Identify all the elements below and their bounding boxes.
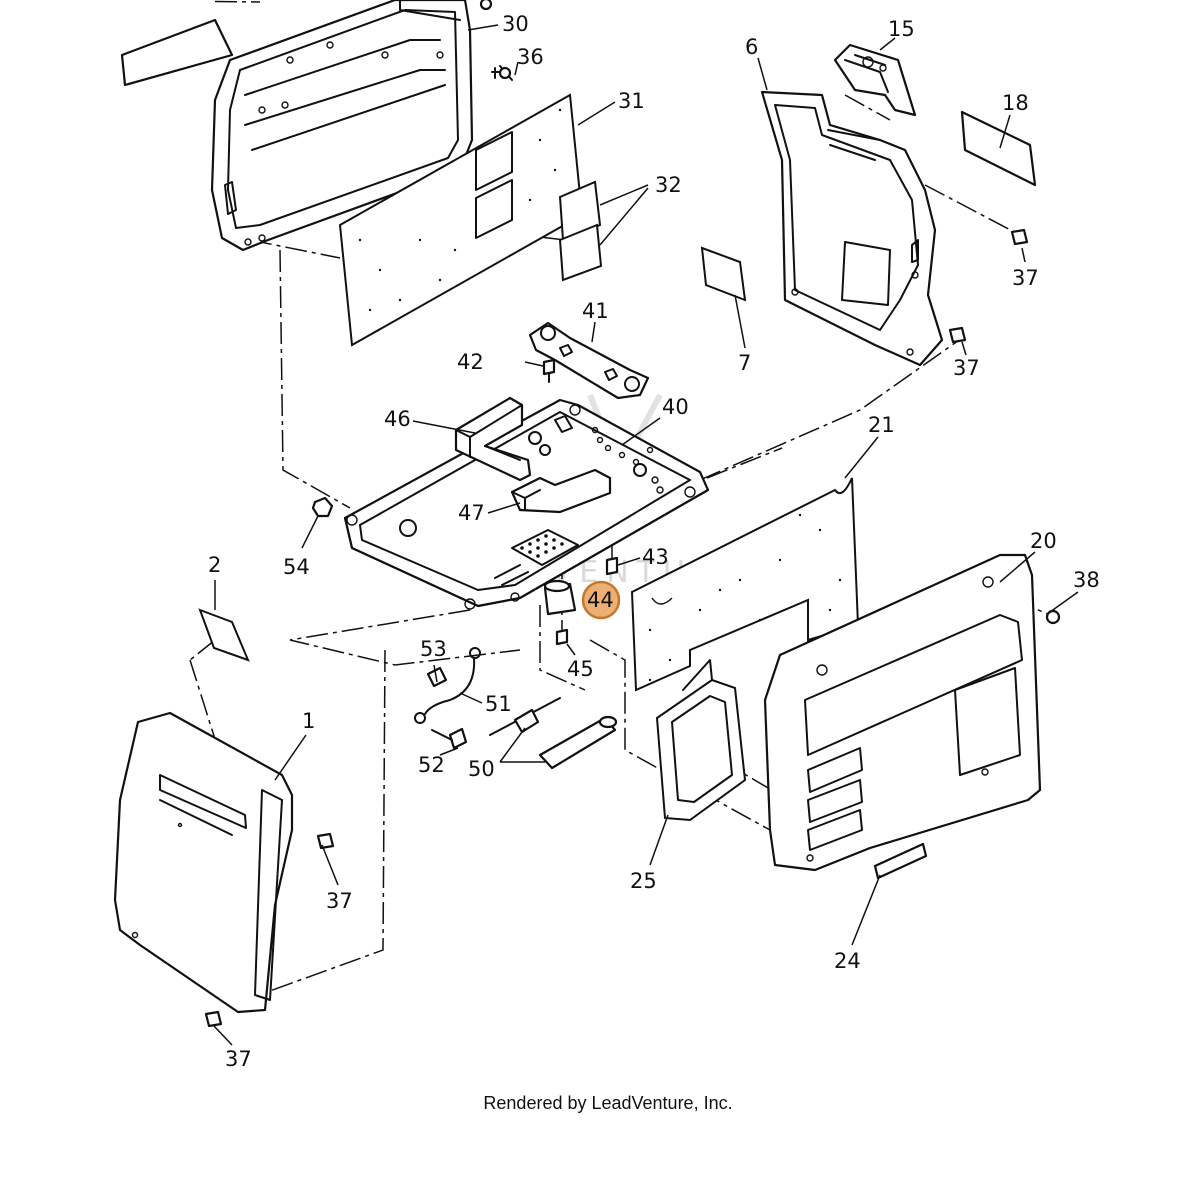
callout-37-bottom[interactable]: 37 <box>225 1047 252 1071</box>
part-43-bolt <box>605 556 619 576</box>
callout-46[interactable]: 46 <box>384 407 411 431</box>
callout-32[interactable]: 32 <box>655 173 682 197</box>
part-2-pad <box>198 608 250 662</box>
callout-43[interactable]: 43 <box>642 545 669 569</box>
callout-numbers: 30 36 31 32 6 15 18 37 37 7 41 42 40 46 … <box>208 12 1100 1071</box>
part-20-side-cover <box>763 553 1042 872</box>
part-45-bolt <box>555 628 569 646</box>
part-46-foam-block <box>454 396 532 482</box>
callout-7[interactable]: 7 <box>738 351 751 375</box>
credit-text: Rendered by LeadVenture, Inc. <box>483 1093 732 1113</box>
part-51-cable <box>414 647 481 724</box>
callout-30[interactable]: 30 <box>502 12 529 36</box>
part-52-bolt <box>431 727 468 750</box>
part-41-bracket <box>528 321 650 400</box>
part-37-bolts <box>204 228 1029 1028</box>
part-24-strip <box>873 842 928 880</box>
part-47-foam-block <box>510 468 612 514</box>
part-42-bolt <box>542 358 556 383</box>
callout-36[interactable]: 36 <box>517 45 544 69</box>
part-50-tools <box>489 697 618 770</box>
part-6-side-frame <box>760 90 944 367</box>
part-sticker-top <box>120 18 234 87</box>
part-44-rubber-foot <box>543 579 577 616</box>
part-15-latch <box>833 43 917 117</box>
callout-2[interactable]: 2 <box>208 553 221 577</box>
callout-20[interactable]: 20 <box>1030 529 1057 553</box>
callout-15[interactable]: 15 <box>888 17 915 41</box>
part-32-foam-pads <box>558 180 603 282</box>
callout-53[interactable]: 53 <box>420 637 447 661</box>
callout-44[interactable]: 44 <box>587 588 614 612</box>
callout-18[interactable]: 18 <box>1002 91 1029 115</box>
callout-51[interactable]: 51 <box>485 692 512 716</box>
callout-41[interactable]: 41 <box>582 299 609 323</box>
part-top-bolt <box>479 0 493 11</box>
callout-42[interactable]: 42 <box>457 350 484 374</box>
part-18-label <box>960 110 1037 187</box>
callout-45[interactable]: 45 <box>567 657 594 681</box>
callout-37-right[interactable]: 37 <box>953 356 980 380</box>
part-21-foam-sheet <box>630 477 860 692</box>
part-7-pad <box>700 246 747 302</box>
callout-6[interactable]: 6 <box>745 35 758 59</box>
part-53-bolt <box>426 666 448 688</box>
part-54-nut <box>311 496 334 518</box>
part-25-frame-gasket <box>655 659 747 822</box>
callout-52[interactable]: 52 <box>418 753 445 777</box>
callout-25[interactable]: 25 <box>630 869 657 893</box>
callout-31[interactable]: 31 <box>618 89 645 113</box>
callout-37-left[interactable]: 37 <box>326 889 353 913</box>
callout-37-upper-right[interactable]: 37 <box>1012 266 1039 290</box>
part-36-bolt <box>491 65 513 81</box>
callout-1[interactable]: 1 <box>302 709 315 733</box>
callout-50[interactable]: 50 <box>468 757 495 781</box>
callout-40[interactable]: 40 <box>662 395 689 419</box>
highlight-marker[interactable] <box>581 580 621 620</box>
callout-21[interactable]: 21 <box>868 413 895 437</box>
callout-38[interactable]: 38 <box>1073 568 1100 592</box>
part-1-front-cover <box>113 711 294 1014</box>
leader-lines <box>213 24 1079 1046</box>
callout-24[interactable]: 24 <box>834 949 861 973</box>
callout-47[interactable]: 47 <box>458 501 485 525</box>
part-38-bolt <box>1045 609 1061 625</box>
callout-54[interactable]: 54 <box>283 555 310 579</box>
